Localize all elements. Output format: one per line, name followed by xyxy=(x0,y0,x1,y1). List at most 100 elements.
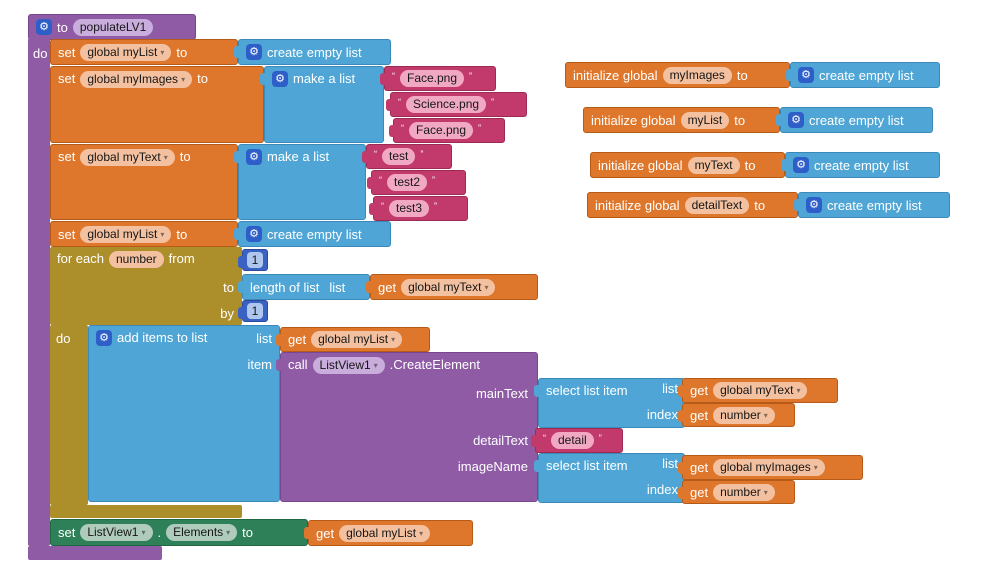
init-global-mylist-block[interactable]: initialize global myList to xyxy=(583,107,780,133)
make-a-list-block-texts[interactable]: ⚙ make a list xyxy=(234,144,366,220)
get-mytext-block-1[interactable]: get global myText ▾ xyxy=(366,274,538,300)
variable-dropdown-mylist[interactable]: global myList ▾ xyxy=(80,225,172,243)
global-name-field[interactable]: myImages xyxy=(662,66,732,84)
select-list-item-block-image[interactable]: select list item xyxy=(534,453,685,503)
set-myimages-block[interactable]: set global myImages ▾ to xyxy=(50,66,264,143)
get-myimages-block[interactable]: get global myImages ▾ xyxy=(678,455,863,480)
select-index-label: index xyxy=(646,407,678,422)
set-listview-elements-block[interactable]: set ListView1 ▾ . Elements ▾ to xyxy=(50,519,308,546)
mutator-gear-icon[interactable]: ⚙ xyxy=(246,226,262,242)
dropdown-arrow-icon: ▾ xyxy=(796,386,801,395)
for-each-to-label: to xyxy=(223,280,234,295)
procedure-block-header[interactable]: ⚙ to populateLV1 xyxy=(28,14,196,40)
global-name-field[interactable]: myText xyxy=(687,156,740,174)
variable-dropdown-mytext[interactable]: global myText ▾ xyxy=(401,278,496,296)
set-mytext-block[interactable]: set global myText ▾ to xyxy=(50,144,238,220)
mutator-gear-icon[interactable]: ⚙ xyxy=(793,157,809,173)
component-dropdown-listview1[interactable]: ListView1 ▾ xyxy=(312,357,385,374)
get-mylist-block-1[interactable]: get global myList ▾ xyxy=(276,327,430,352)
variable-dropdown-mylist[interactable]: global myList ▾ xyxy=(311,331,403,348)
number-block-from[interactable]: 1 xyxy=(238,249,268,271)
number-field[interactable]: 1 xyxy=(247,303,263,319)
string-field[interactable]: Face.png xyxy=(409,122,474,139)
string-block-science[interactable]: “ Science.png ” xyxy=(386,92,527,117)
add-items-item-label: item xyxy=(247,357,272,372)
string-block-face1[interactable]: “ Face.png ” xyxy=(380,66,496,91)
open-quote: “ xyxy=(381,201,384,211)
string-field[interactable]: test2 xyxy=(387,174,428,191)
create-empty-list-block-init4[interactable]: ⚙ create empty list xyxy=(794,192,950,218)
string-field[interactable]: detail xyxy=(551,432,594,449)
variable-dropdown-number[interactable]: number ▾ xyxy=(713,483,775,501)
param-detailtext-label: detailText xyxy=(473,433,528,448)
mutator-gear-icon[interactable]: ⚙ xyxy=(788,112,804,128)
block-label: make a list xyxy=(293,71,356,86)
variable-dropdown-number[interactable]: number ▾ xyxy=(713,406,775,424)
length-of-list-block[interactable]: length of list list xyxy=(238,274,370,300)
block-label: select list item xyxy=(546,383,628,398)
variable-name: global myList xyxy=(318,332,389,346)
mutator-gear-icon[interactable]: ⚙ xyxy=(272,71,288,87)
create-empty-list-block-init1[interactable]: ⚙ create empty list xyxy=(786,62,940,88)
loop-variable-field[interactable]: number xyxy=(108,251,164,268)
init-global-myimages-block[interactable]: initialize global myImages to xyxy=(565,62,790,88)
create-empty-list-block-1[interactable]: ⚙ create empty list xyxy=(234,39,391,65)
select-list-item-block-text[interactable]: select list item xyxy=(534,378,685,428)
make-a-list-block-images[interactable]: ⚙ make a list xyxy=(260,66,384,143)
for-each-bottom[interactable] xyxy=(50,505,242,518)
variable-dropdown-mylist[interactable]: global myList ▾ xyxy=(339,524,431,542)
string-field[interactable]: test3 xyxy=(389,200,430,217)
mutator-gear-icon[interactable]: ⚙ xyxy=(798,67,814,83)
mutator-gear-icon[interactable]: ⚙ xyxy=(36,19,52,35)
number-field[interactable]: 1 xyxy=(247,252,263,268)
get-number-block-2[interactable]: get number ▾ xyxy=(678,480,795,504)
set-mylist-block-1[interactable]: set global myList ▾ to xyxy=(50,39,238,65)
number-block-by[interactable]: 1 xyxy=(238,300,268,322)
procedure-block-bottom[interactable] xyxy=(28,546,162,560)
variable-dropdown-myimages[interactable]: global myImages ▾ xyxy=(80,71,193,88)
get-number-block-1[interactable]: get number ▾ xyxy=(678,403,795,427)
select-list-label: list xyxy=(662,381,678,396)
string-block-face2[interactable]: “ Face.png ” xyxy=(389,118,505,143)
mutator-gear-icon[interactable]: ⚙ xyxy=(246,44,262,60)
global-name-field[interactable]: detailText xyxy=(684,196,750,214)
init-global-detailtext-block[interactable]: initialize global detailText to xyxy=(587,192,798,218)
open-quote: “ xyxy=(398,97,401,107)
init-global-mytext-block[interactable]: initialize global myText to xyxy=(590,152,785,178)
variable-dropdown-mytext[interactable]: global myText ▾ xyxy=(713,382,808,399)
create-empty-list-block-init2[interactable]: ⚙ create empty list xyxy=(776,107,933,133)
keyword-get: get xyxy=(288,332,307,347)
get-mylist-block-2[interactable]: get global myList ▾ xyxy=(304,520,473,546)
add-items-to-list-block[interactable]: ⚙ add items to list xyxy=(88,325,280,502)
variable-dropdown-myimages[interactable]: global myImages ▾ xyxy=(713,459,825,476)
string-block-test2[interactable]: “ test2 ” xyxy=(367,170,466,195)
string-block-test1[interactable]: “ test ” xyxy=(362,144,452,169)
component-dropdown-listview1[interactable]: ListView1 ▾ xyxy=(80,524,153,541)
mutator-gear-icon[interactable]: ⚙ xyxy=(96,330,112,346)
global-name-field[interactable]: myList xyxy=(680,111,730,129)
keyword-get: get xyxy=(690,460,709,475)
get-mytext-block-2[interactable]: get global myText ▾ xyxy=(678,378,838,403)
component-name: ListView1 xyxy=(319,358,371,372)
variable-dropdown-mylist[interactable]: global myList ▾ xyxy=(80,43,172,61)
string-block-detail[interactable]: “ detail ” xyxy=(531,428,623,453)
variable-name: number xyxy=(720,484,761,499)
procedure-name-field[interactable]: populateLV1 xyxy=(72,18,154,36)
string-field[interactable]: Science.png xyxy=(406,96,487,113)
create-empty-list-block-init3[interactable]: ⚙ create empty list xyxy=(781,152,940,178)
call-createelement-block[interactable]: call ListView1 ▾ .CreateElement xyxy=(276,352,538,502)
for-each-block-header[interactable]: for each number from xyxy=(50,247,242,325)
variable-dropdown-mytext[interactable]: global myText ▾ xyxy=(80,149,175,166)
dot-separator: . xyxy=(157,525,162,540)
set-mylist-block-2[interactable]: set global myList ▾ to xyxy=(50,221,238,247)
procedure-block-spine[interactable] xyxy=(28,38,50,546)
property-dropdown-elements[interactable]: Elements ▾ xyxy=(166,524,238,541)
mutator-gear-icon[interactable]: ⚙ xyxy=(806,197,822,213)
for-each-do-arm[interactable] xyxy=(50,325,88,505)
string-block-test3[interactable]: “ test3 ” xyxy=(369,196,468,221)
string-field[interactable]: test xyxy=(382,148,416,165)
mutator-gear-icon[interactable]: ⚙ xyxy=(246,149,262,165)
string-field[interactable]: Face.png xyxy=(400,70,465,87)
create-empty-list-block-2[interactable]: ⚙ create empty list xyxy=(234,221,391,247)
